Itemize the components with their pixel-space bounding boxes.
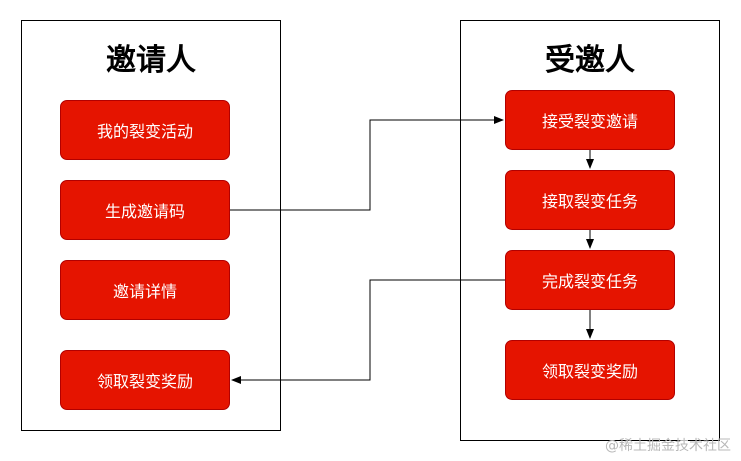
edge-code-to-accept [230, 116, 504, 211]
inviter-claim-reward-node: 领取裂变奖励 [60, 350, 230, 410]
generate-invite-code-node: 生成邀请码 [60, 180, 230, 240]
accept-invite-node: 接受裂变邀请 [505, 90, 675, 150]
edge-complete-to-inviter-reward [231, 279, 505, 384]
my-fission-activity-node: 我的裂变活动 [60, 100, 230, 160]
invitee-lane-title: 受邀人 [545, 43, 635, 78]
invite-details-node: 邀请详情 [60, 260, 230, 320]
complete-task-node: 完成裂变任务 [505, 250, 675, 310]
invitee-claim-reward-node: 领取裂变奖励 [505, 340, 675, 400]
take-task-node: 接取裂变任务 [505, 170, 675, 230]
watermark-text: @稀土掘金技术社区 [605, 438, 731, 454]
inviter-lane-title: 邀请人 [106, 43, 196, 78]
